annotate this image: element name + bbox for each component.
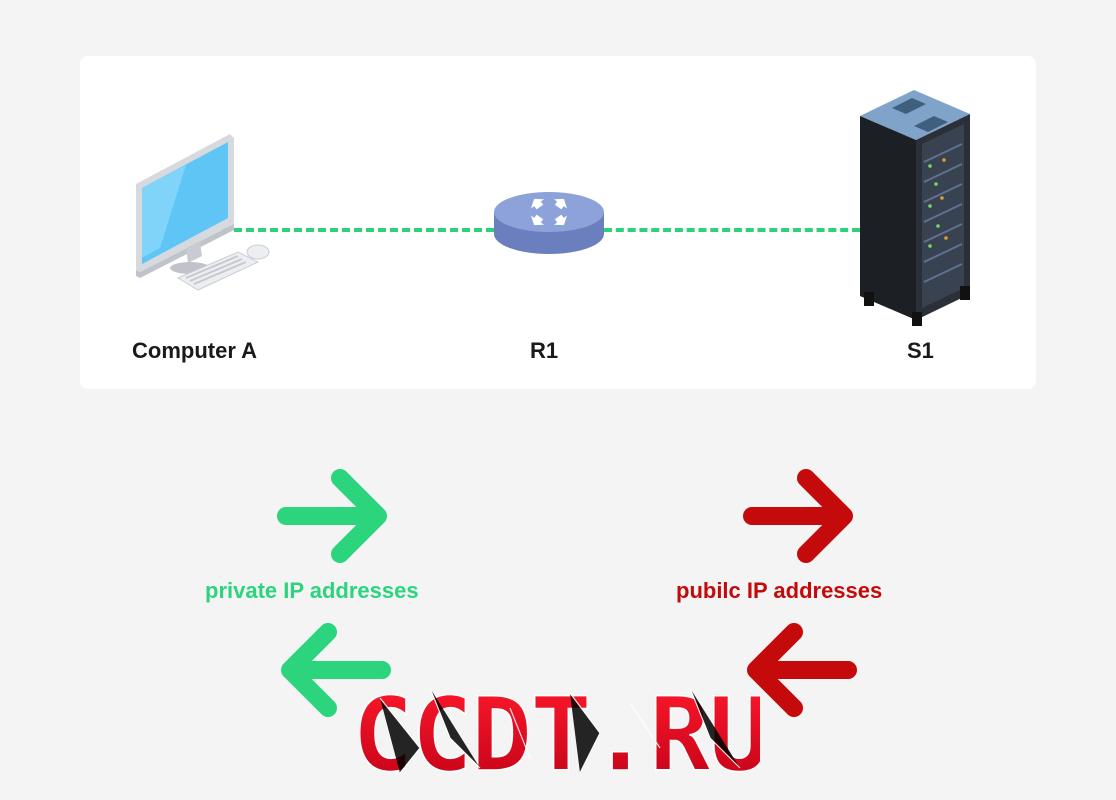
arrow-right-icon	[277, 469, 387, 563]
private-ip-caption: private IP addresses	[205, 578, 419, 603]
link-r1-s1	[604, 228, 860, 232]
arrow-left-icon	[747, 623, 857, 717]
watermark-logo: CCDT.RU	[360, 678, 760, 778]
public-ip-caption: pubilc IP addresses	[676, 578, 883, 603]
arrow-left-icon	[281, 623, 391, 717]
node-label-r1: R1	[530, 338, 559, 363]
node-label-computer-a: Computer A	[132, 338, 258, 363]
server-rack-icon	[860, 90, 970, 326]
node-label-s1: S1	[907, 338, 934, 363]
link-computer-r1	[222, 228, 494, 232]
desktop-computer-icon	[136, 134, 270, 291]
watermark-text: CCDT.RU	[360, 678, 760, 778]
router-icon	[494, 192, 604, 254]
arrow-right-icon	[743, 469, 853, 563]
